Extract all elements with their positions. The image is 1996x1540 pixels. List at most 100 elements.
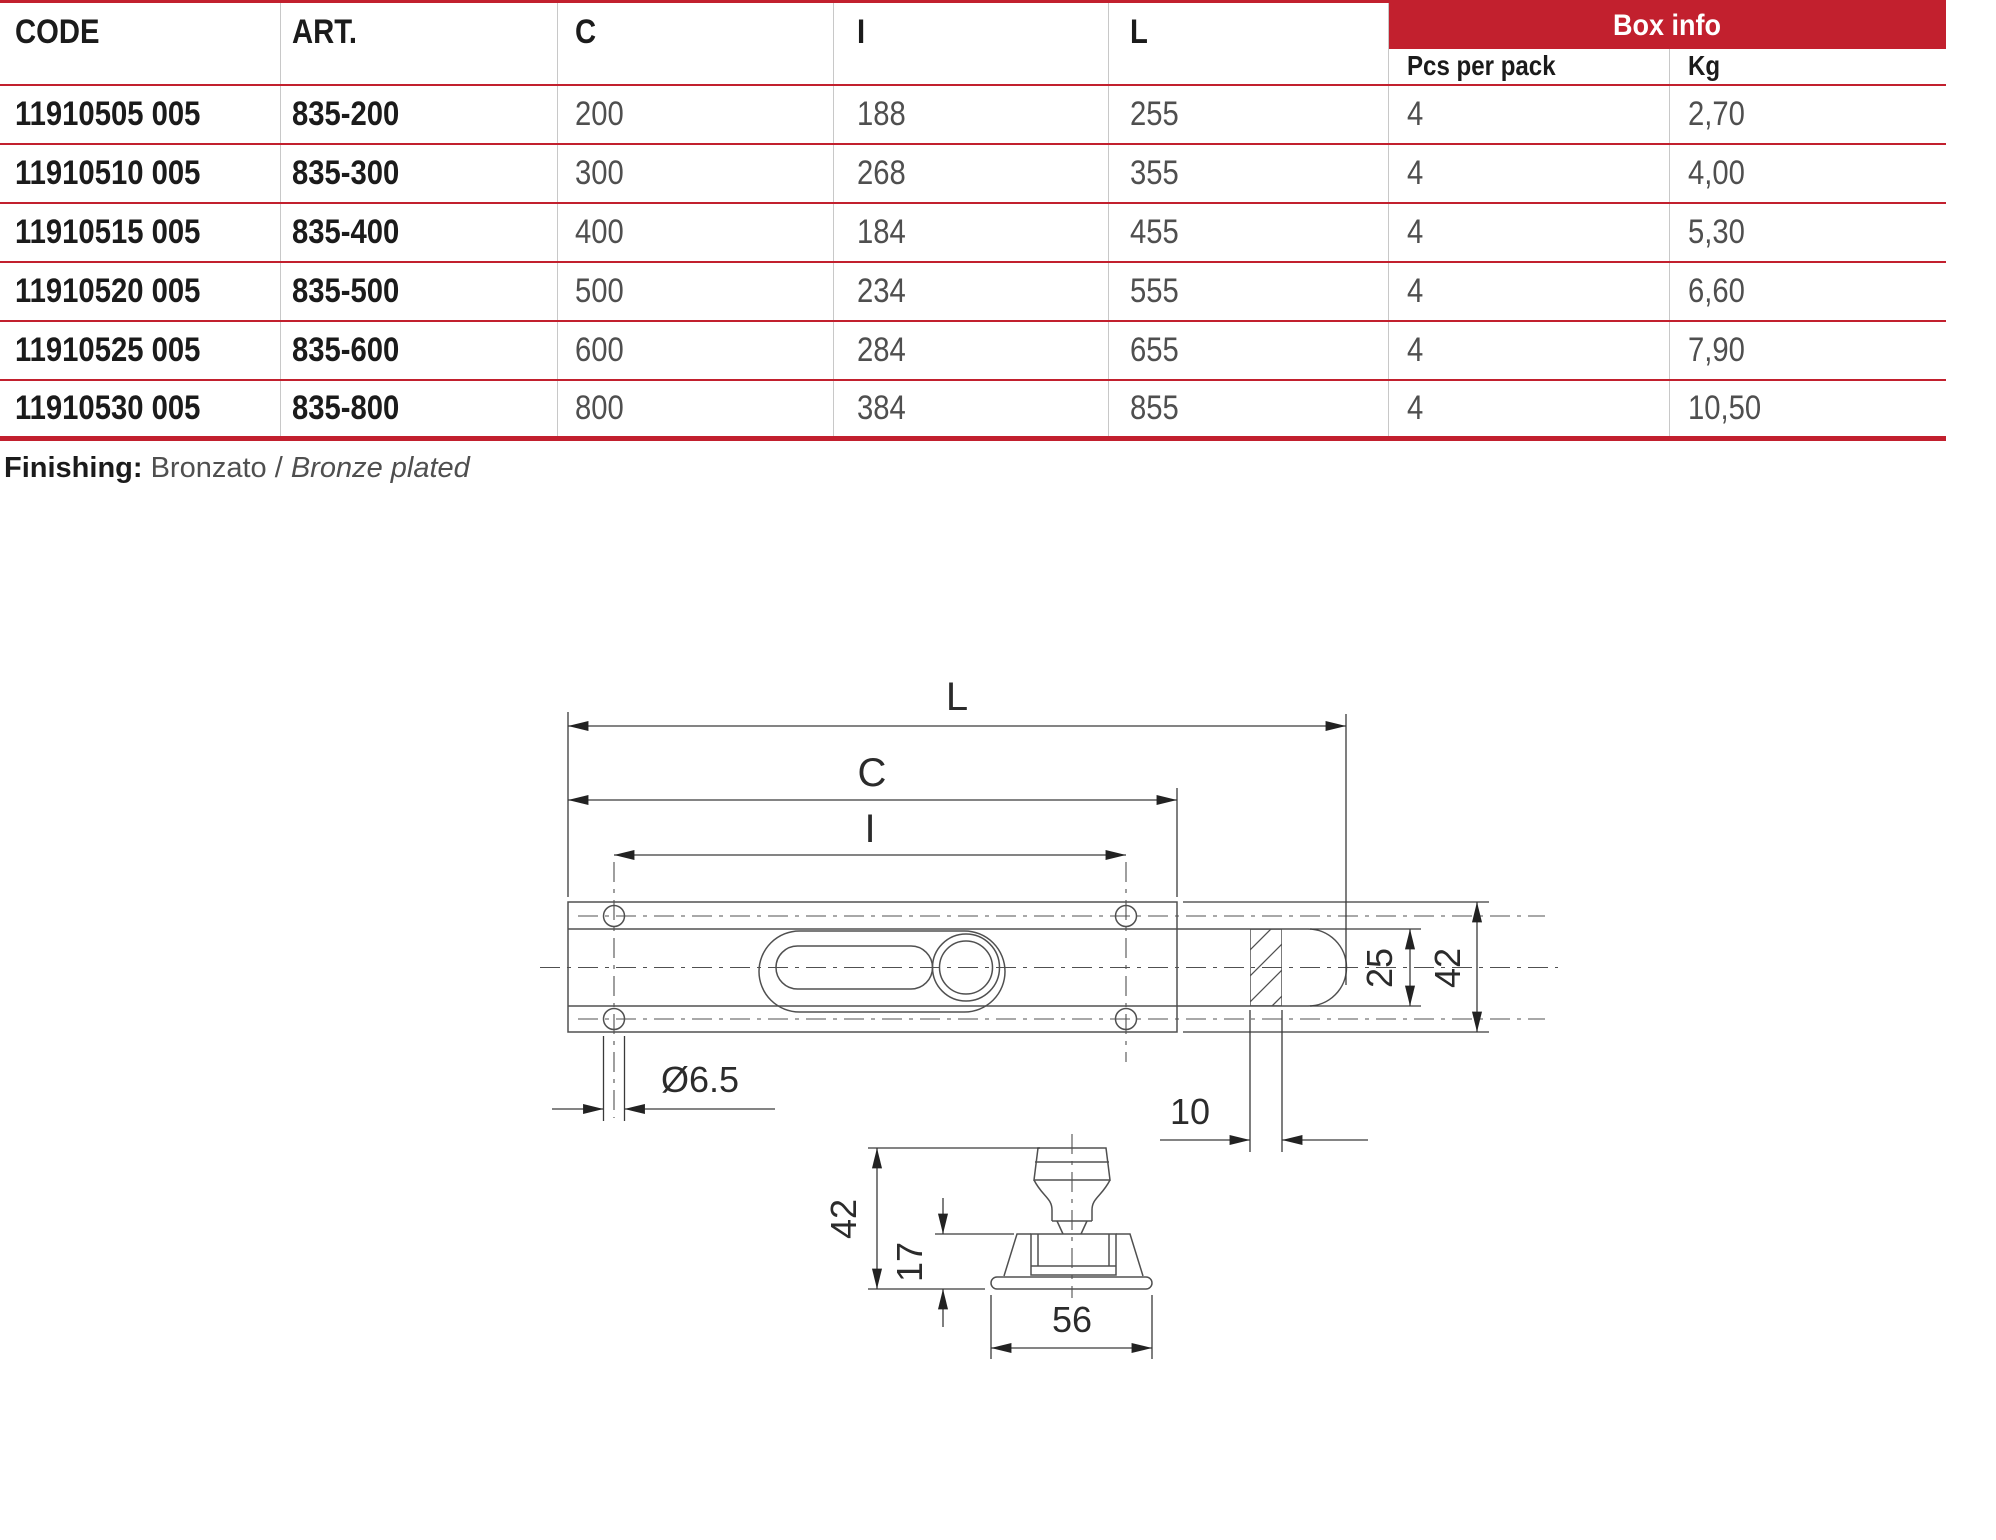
plan-view: L C I Ø6.5 10 25 42 (540, 675, 1558, 1152)
screw-hole (602, 904, 626, 928)
finishing-value-translation: Bronze plated (290, 452, 470, 484)
cell-i: 188 (832, 84, 1108, 144)
bolt-side-outline (990, 1147, 1153, 1290)
table-row: 11910515 005 835-400 400 184 455 4 5,30 (0, 202, 1946, 262)
cell-l: 855 (1107, 379, 1388, 439)
finishing-note: Finishing: Bronzato / Bronze plated (4, 452, 470, 485)
column-header-art-label: ART. (291, 13, 357, 51)
cell-l: 455 (1107, 202, 1388, 262)
base-plate (567, 901, 1178, 1033)
cell-art: 835-500 (279, 261, 557, 321)
cell-i: 284 (832, 320, 1108, 380)
cell-code: 11910505 005 (15, 94, 201, 133)
pcs-per-pack-label: Pcs per pack (1406, 50, 1556, 81)
cell-l: 555 (1107, 261, 1388, 321)
cell-kg: 7,90 (1668, 320, 1946, 380)
cell-l: 255 (1107, 84, 1388, 144)
right-flange (1116, 1233, 1144, 1277)
cell-pcs: 4 (1387, 143, 1669, 203)
cell-i: 184 (832, 202, 1108, 262)
base-strip (990, 1276, 1153, 1290)
knob-circle-inner (938, 940, 994, 995)
cell-pcs: 4 (1387, 84, 1669, 144)
dim-label-I: I (864, 807, 875, 851)
cell-l: 355 (1107, 143, 1388, 203)
cell-art: 835-300 (279, 143, 557, 203)
cell-code: 11910530 005 (15, 388, 201, 427)
column-header-code-label: CODE (15, 13, 100, 51)
table-body: 11910505 005 835-200 200 188 255 4 2,70 … (0, 84, 1946, 439)
cell-c: 800 (556, 379, 833, 439)
cell-kg: 10,50 (1668, 379, 1946, 439)
cell-pcs: 4 (1387, 320, 1669, 380)
dim-label-hole-diameter: Ø6.5 (661, 1059, 739, 1100)
cell-c: 500 (556, 261, 833, 321)
cell-art: 835-200 (279, 84, 557, 144)
column-header-l: L (1107, 1, 1388, 86)
column-header-i: I (832, 1, 1108, 86)
side-view: 42 17 56 (823, 1134, 1153, 1359)
table-row: 11910525 005 835-600 600 284 655 4 7,90 (0, 320, 1946, 380)
cell-c: 200 (556, 84, 833, 144)
table-row: 11910530 005 835-800 800 384 855 4 10,50 (0, 379, 1946, 439)
table-row: 11910510 005 835-300 300 268 355 4 4,00 (0, 143, 1946, 203)
cell-code: 11910525 005 (15, 330, 201, 369)
cell-code: 11910515 005 (15, 212, 201, 251)
cell-i: 268 (832, 143, 1108, 203)
dim-label-42-plan: 42 (1427, 948, 1468, 988)
spec-table: CODE ART. C I L Box info Pcs per pack Kg… (0, 0, 1946, 441)
dim-label-42-side: 42 (823, 1199, 864, 1239)
column-header-i-label: I (856, 13, 865, 51)
recess-outline (758, 930, 1006, 1013)
centerlines (540, 862, 1558, 1118)
cell-art: 835-400 (279, 202, 557, 262)
cell-kg: 2,70 (1668, 84, 1946, 144)
cell-kg: 6,60 (1668, 261, 1946, 321)
cell-c: 300 (556, 143, 833, 203)
dim-label-25: 25 (1359, 948, 1400, 988)
column-header-pcs-per-pack: Pcs per pack (1387, 48, 1669, 86)
dim-label-56: 56 (1052, 1299, 1092, 1340)
dim-label-C: C (858, 751, 887, 795)
kg-label: Kg (1687, 50, 1720, 81)
plan-dimensions (552, 712, 1489, 1152)
screw-hole (1114, 1007, 1138, 1031)
cell-code: 11910520 005 (15, 271, 201, 310)
finishing-label: Finishing: (4, 452, 143, 484)
cell-i: 384 (832, 379, 1108, 439)
cell-i: 234 (832, 261, 1108, 321)
cell-kg: 4,00 (1668, 143, 1946, 203)
screw-hole (1114, 904, 1138, 928)
side-dimensions (868, 1147, 1153, 1359)
finishing-value: Bronzato / (150, 452, 291, 484)
cell-pcs: 4 (1387, 261, 1669, 321)
dim-label-10: 10 (1170, 1091, 1210, 1132)
box-info-label: Box info (1613, 8, 1722, 42)
cell-c: 600 (556, 320, 833, 380)
cell-c: 400 (556, 202, 833, 262)
cell-art: 835-600 (279, 320, 557, 380)
column-header-c-label: C (574, 13, 596, 51)
cell-pcs: 4 (1387, 379, 1669, 439)
body-channel (1030, 1233, 1117, 1276)
box-info-header: Box info (1387, 1, 1946, 49)
cell-art: 835-800 (279, 379, 557, 439)
column-header-kg: Kg (1668, 48, 1946, 86)
dim-label-17: 17 (889, 1242, 930, 1282)
cell-code: 11910510 005 (15, 153, 201, 192)
table-row: 11910520 005 835-500 500 234 555 4 6,60 (0, 261, 1946, 321)
left-flange (1003, 1233, 1031, 1277)
dim-label-L: L (946, 675, 968, 719)
column-header-l-label: L (1129, 13, 1148, 51)
handle-slot (775, 945, 934, 990)
column-header-code: CODE (0, 1, 280, 86)
table-header: CODE ART. C I L Box info Pcs per pack Kg (0, 1, 1946, 86)
screw-hole (602, 1007, 626, 1031)
column-header-art: ART. (279, 1, 557, 86)
section-hatch (1250, 929, 1282, 1006)
cell-kg: 5,30 (1668, 202, 1946, 262)
knob-circle-outer (931, 933, 1001, 1002)
cell-l: 655 (1107, 320, 1388, 380)
